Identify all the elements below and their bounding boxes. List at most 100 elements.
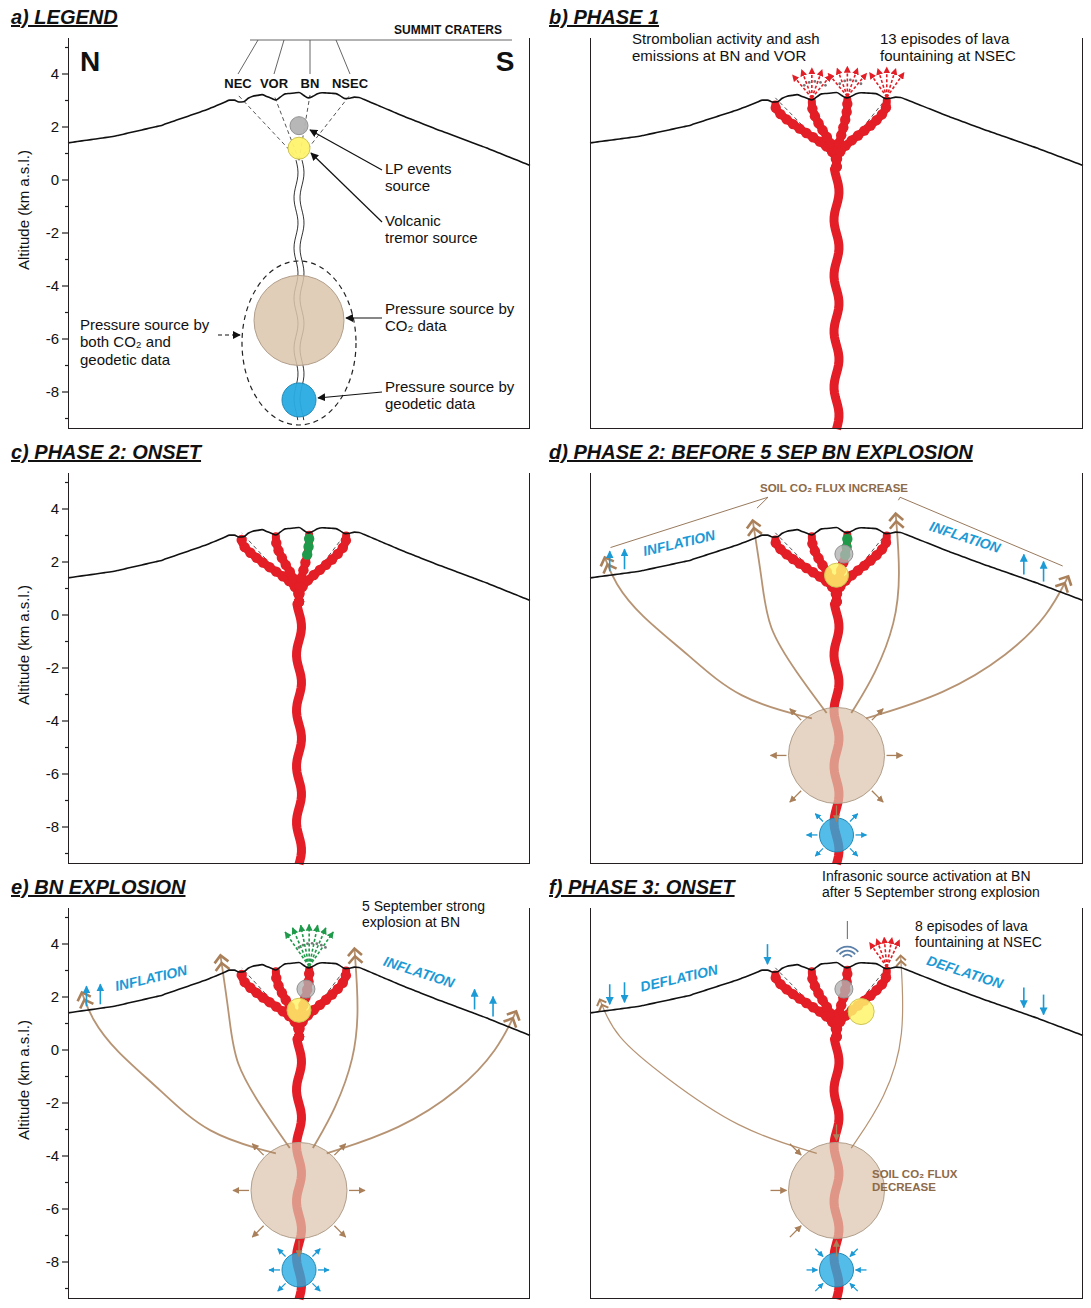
conduit-fan [242, 533, 299, 595]
combined-source-outline [242, 261, 356, 425]
callout-leader [847, 921, 848, 939]
gas-chevron [890, 521, 904, 529]
pressure-arrow [318, 1269, 329, 1270]
panel-title: c) PHASE 2: ONSET [11, 441, 201, 464]
summit-craters-leader [274, 40, 284, 74]
pressure-arrow [850, 1249, 858, 1257]
eruption-ray [887, 69, 896, 98]
co2-pressure-source [789, 707, 885, 803]
diagram-label: Strombolian activity and ash emissions a… [632, 30, 832, 65]
inflation-arrow [1023, 554, 1025, 574]
diagram-label: 4 [51, 65, 59, 82]
gas-flow-path [313, 949, 358, 1148]
diagram-label: NEC [224, 77, 251, 92]
diagram-label: -6 [46, 765, 59, 782]
eruption-ray [886, 67, 888, 97]
diagram-label: -8 [46, 1253, 59, 1270]
pressure-arrow [815, 1249, 823, 1257]
inflation-arrow [492, 997, 494, 1017]
diagram-label: 13 episodes of lava fountaining at NSEC [880, 30, 1065, 65]
pressure-arrow [771, 1190, 787, 1191]
diagram-label: -4 [46, 1147, 59, 1164]
callout-leader [898, 497, 900, 500]
diagram-label: Altitude (km a.s.l.) [15, 150, 32, 270]
pressure-arrow [790, 1226, 801, 1237]
inflation-arrow [624, 549, 626, 569]
lp-source [835, 980, 853, 998]
eruption-ray [887, 73, 904, 98]
legend-leader [318, 392, 382, 398]
legend-swatch [290, 117, 308, 135]
diagram-label: SOIL CO₂ FLUX DECREASE [872, 1168, 972, 1194]
conduit-fan [775, 98, 836, 160]
panel-frame: c) PHASE 2: ONSET [68, 473, 530, 864]
eruption-ray [309, 932, 333, 966]
diagram-label: DEFLATION [638, 961, 719, 994]
tremor-source [825, 563, 849, 587]
legend-leader [310, 130, 382, 170]
eruption-ray [847, 66, 849, 96]
conduit-fan [775, 533, 836, 595]
diagram-label: N [80, 46, 100, 78]
pressure-arrow [850, 814, 858, 822]
panel-frame: e) BN EXPLOSION [68, 908, 530, 1299]
inflation-arrow [100, 984, 102, 1004]
pressure-arrow [815, 1283, 823, 1291]
ash-dot [315, 942, 318, 945]
eruption-ray [837, 68, 847, 96]
pressure-arrow [312, 1249, 320, 1257]
ash-dot [838, 82, 841, 85]
diagram-label: -4 [46, 712, 59, 729]
infrasound-symbol [836, 946, 859, 953]
magma-bead [271, 538, 281, 548]
diagram-label: -8 [46, 818, 59, 835]
magma-branch [242, 539, 299, 601]
diagram-label: -8 [46, 383, 59, 400]
gas-flow-path [851, 514, 899, 713]
pressure-arrow [850, 848, 858, 856]
tremor-source [287, 998, 311, 1022]
inflation-arrow [86, 986, 88, 1006]
eruption-ray [802, 70, 812, 98]
diagram-label: 5 September strong explosion at BN [362, 898, 522, 930]
gas-flow-path [327, 1011, 516, 1153]
pressure-arrow [790, 791, 801, 802]
pressure-arrow [815, 814, 823, 822]
eruption-ray [309, 928, 326, 967]
diagram-label: INFLATION [113, 962, 188, 994]
diagram-label: VOR [260, 77, 288, 92]
pressure-arrow [850, 1283, 858, 1291]
gas-chevron [349, 956, 363, 964]
pressure-arrow [312, 1283, 320, 1291]
gas-chevron [216, 963, 230, 971]
magma-bead [881, 972, 891, 982]
diagram-label: 8 episodes of lava fountaining at NSEC [915, 918, 1075, 950]
legend-leader [311, 153, 382, 222]
magma-conduit [297, 602, 302, 864]
ash-dot [849, 78, 852, 81]
panel-title: f) PHASE 3: ONSET [549, 876, 735, 899]
diagram-label: 2 [51, 118, 59, 135]
summit-craters-leader [238, 40, 258, 74]
pressure-arrow [872, 791, 883, 802]
diagram-label: 2 [51, 553, 59, 570]
magma-bead [842, 99, 852, 109]
gas-flow-path [82, 992, 276, 1153]
gas-flow-path [866, 576, 1068, 718]
diagram-label: INFLATION [382, 953, 457, 991]
pressure-arrow [807, 1269, 818, 1270]
magma-bead [842, 969, 852, 979]
legend-text: Pressure source by both CO₂ and geodetic… [80, 316, 215, 368]
legend-text: LP events source [385, 160, 467, 195]
pressure-arrow [252, 1226, 263, 1237]
magma-conduit [834, 167, 839, 429]
panel-frame: d) PHASE 2: BEFORE 5 SEP BN EXPLOSION [590, 473, 1083, 864]
magma-bead [304, 534, 314, 544]
infrasound-symbol [842, 954, 853, 958]
panel-title: e) BN EXPLOSION [11, 876, 185, 899]
magma-bead [842, 534, 852, 544]
magma-branch [775, 974, 836, 1036]
lp-source [835, 545, 853, 563]
deflation-arrow [624, 982, 626, 1002]
co2-pressure-source [251, 1142, 347, 1238]
